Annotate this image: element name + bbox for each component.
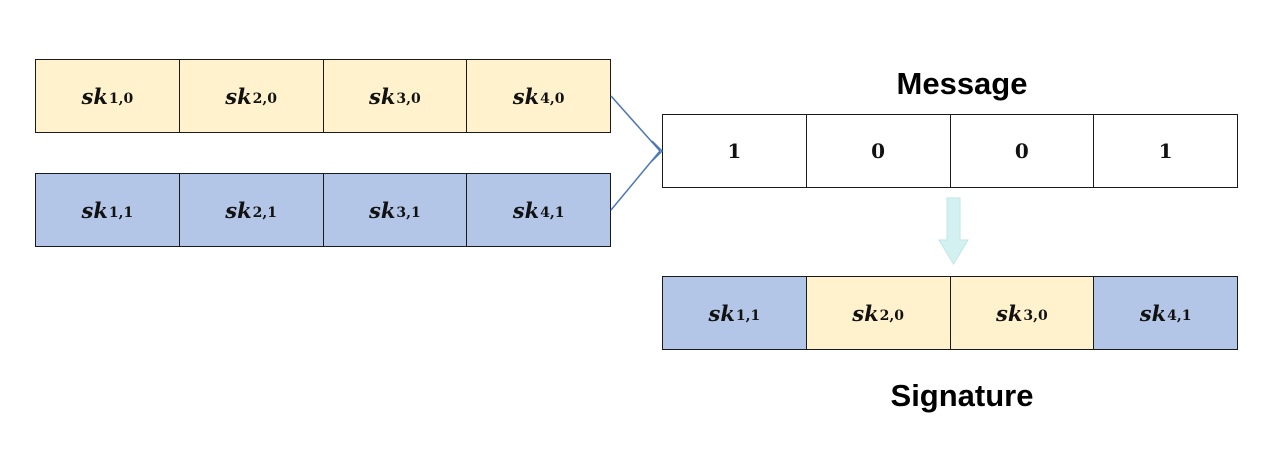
message-bit-3: 0: [950, 115, 1095, 187]
connector-line-top: [610, 95, 661, 152]
down-arrow: [938, 197, 969, 265]
message-row: 1 0 0 1: [662, 114, 1238, 188]
signature-title: Signature: [890, 378, 1034, 413]
connector-line-bottom: [610, 150, 661, 211]
message-bit-1: 1: [663, 115, 807, 187]
message-title: Message: [896, 66, 1028, 101]
connector-arrowhead: [651, 140, 664, 162]
message-bit-4: 1: [1094, 115, 1237, 187]
message-bit-2: 0: [806, 115, 951, 187]
